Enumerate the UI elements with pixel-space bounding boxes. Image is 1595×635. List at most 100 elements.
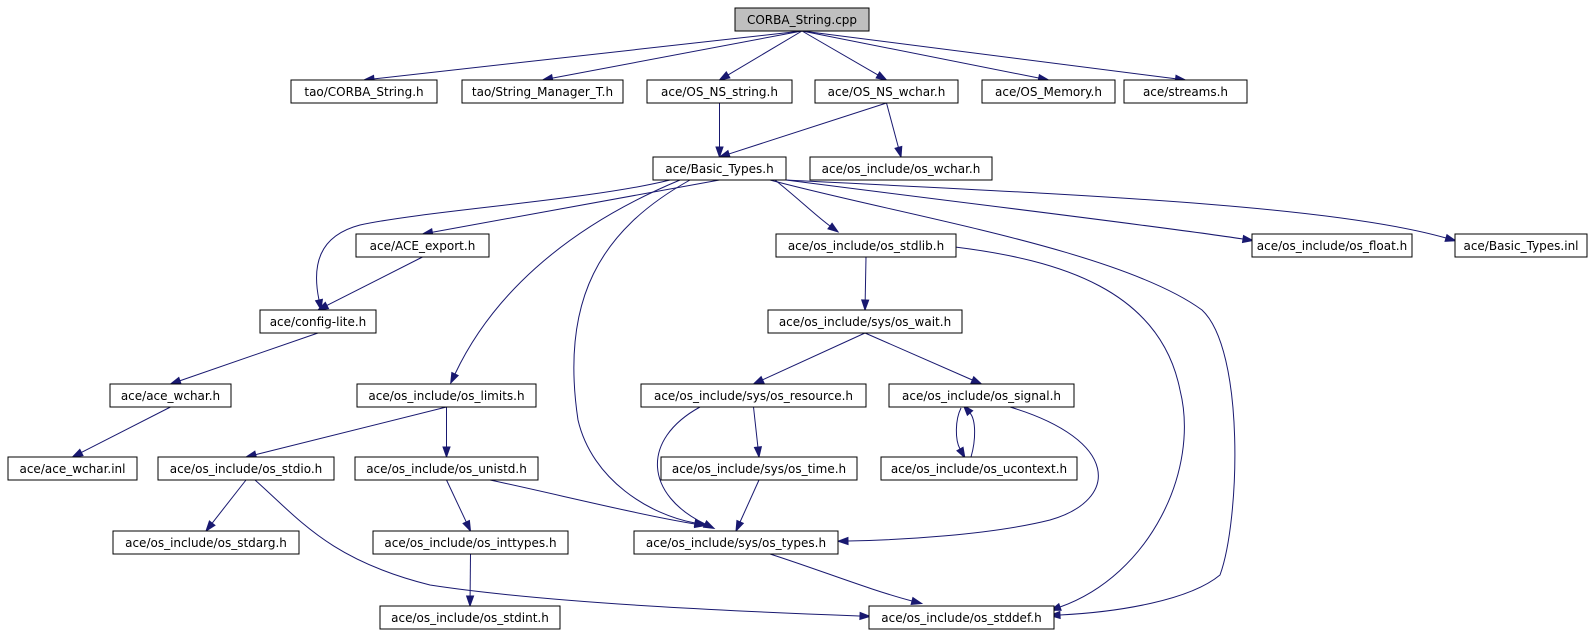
node-label: tao/CORBA_String.h xyxy=(304,85,423,99)
edge-os_ucontext-to-os_signal xyxy=(962,404,976,458)
edge-line xyxy=(454,179,681,375)
node-os-inttypes[interactable]: ace/os_include/os_inttypes.h xyxy=(372,530,569,555)
node-box xyxy=(1123,79,1248,104)
node-tao-corba-string[interactable]: tao/CORBA_String.h xyxy=(290,79,438,104)
node-tao-string-manager[interactable]: tao/String_Manager_T.h xyxy=(461,79,624,104)
node-label: ace/os_include/os_wchar.h xyxy=(822,162,981,176)
edge-line xyxy=(864,332,973,381)
edge-line xyxy=(785,179,1447,239)
node-sys-os-time[interactable]: ace/os_include/sys/os_time.h xyxy=(660,456,858,481)
edge-os_stdio-to-os_stddef xyxy=(254,479,872,621)
edge-basic_types-to-os_limits xyxy=(450,179,681,385)
node-os-stdio[interactable]: ace/os_include/os_stdio.h xyxy=(157,456,335,481)
edge-root-to-tao_corba_string xyxy=(362,30,803,84)
edge-line xyxy=(753,406,759,448)
node-box xyxy=(355,233,490,258)
node-root[interactable]: CORBA_String.cpp xyxy=(734,7,870,32)
edge-line xyxy=(255,406,447,456)
node-box xyxy=(379,605,561,630)
node-label: ace/os_include/os_stdio.h xyxy=(170,462,323,476)
node-os-float[interactable]: ace/os_include/os_float.h xyxy=(1251,233,1413,258)
edge-os_stdlib-to-sys_os_wait xyxy=(860,256,870,312)
edge-line xyxy=(81,406,171,453)
node-os-stdlib[interactable]: ace/os_include/os_stdlib.h xyxy=(775,233,957,258)
edge-line xyxy=(211,479,247,524)
node-ace-wchar[interactable]: ace/ace_wchar.h xyxy=(109,383,232,408)
node-os-ucontext[interactable]: ace/os_include/os_ucontext.h xyxy=(880,456,1078,481)
node-label: ace/os_include/sys/os_wait.h xyxy=(779,315,951,329)
edge-ace_export-to-config_lite xyxy=(316,256,423,311)
edge-line xyxy=(432,179,720,233)
node-label: ace/os_include/os_float.h xyxy=(1257,239,1407,253)
node-os-memory[interactable]: ace/OS_Memory.h xyxy=(981,79,1116,104)
node-os-ns-wchar[interactable]: ace/OS_NS_wchar.h xyxy=(814,79,959,104)
node-label: tao/String_Manager_T.h xyxy=(472,85,613,99)
arrowhead-icon xyxy=(718,71,731,81)
node-label: ace/os_include/sys/os_resource.h xyxy=(654,389,853,403)
node-label: ace/Basic_Types.h xyxy=(665,162,773,176)
arrowhead-icon xyxy=(465,595,475,608)
edge-line xyxy=(801,30,879,76)
node-label: ace/os_include/os_stddef.h xyxy=(881,611,1041,625)
edge-line xyxy=(769,179,1236,616)
node-label: ace/os_include/os_unistd.h xyxy=(366,462,527,476)
node-os-stdarg[interactable]: ace/os_include/os_stdarg.h xyxy=(112,530,300,555)
arrowhead-icon xyxy=(1444,233,1458,242)
node-box xyxy=(880,456,1078,481)
edge-sys_os_time-to-sys_os_types xyxy=(735,479,760,533)
edge-line xyxy=(179,332,319,382)
edge-line xyxy=(739,479,760,523)
edge-os_limits-to-os_stdio xyxy=(244,406,447,459)
node-box xyxy=(109,383,232,408)
node-box xyxy=(775,233,957,258)
node-basic-types[interactable]: ace/Basic_Types.h xyxy=(652,156,787,181)
arrowhead-icon xyxy=(169,376,182,385)
edge-line xyxy=(801,30,1039,79)
node-box xyxy=(633,530,839,555)
edge-os_stdlib-to-os_stddef xyxy=(954,246,1185,611)
node-ace-export[interactable]: ace/ACE_export.h xyxy=(355,233,490,258)
node-os-ns-string[interactable]: ace/OS_NS_string.h xyxy=(646,79,793,104)
arrowhead-icon xyxy=(752,375,765,385)
edge-line xyxy=(489,479,696,525)
node-label: ace/streams.h xyxy=(1143,85,1228,99)
edge-sys_os_resource-to-sys_os_time xyxy=(753,406,763,459)
node-box xyxy=(660,456,858,481)
edge-line xyxy=(316,179,671,301)
node-label: ace/OS_Memory.h xyxy=(995,85,1102,99)
arrowhead-icon xyxy=(1048,610,1061,620)
arrowhead-icon xyxy=(875,71,888,81)
node-os-unistd[interactable]: ace/os_include/os_unistd.h xyxy=(354,456,539,481)
edge-line xyxy=(969,412,976,458)
node-basic-types-inl[interactable]: ace/Basic_Types.inl xyxy=(1454,233,1588,258)
node-label: ace/os_include/os_ucontext.h xyxy=(891,462,1067,476)
node-os-stdint[interactable]: ace/os_include/os_stdint.h xyxy=(379,605,561,630)
edge-basic_types-to-basic_types_inl xyxy=(785,179,1458,242)
edge-os_unistd-to-os_inttypes xyxy=(446,479,472,533)
edge-line xyxy=(727,30,803,76)
node-ace-wchar-inl[interactable]: ace/ace_wchar.inl xyxy=(7,456,138,481)
node-os-stddef[interactable]: ace/os_include/os_stddef.h xyxy=(868,605,1055,630)
arrowhead-icon xyxy=(462,519,472,533)
edge-sys_os_resource-to-sys_os_types xyxy=(657,406,716,530)
arrowhead-icon xyxy=(442,446,451,459)
edge-line xyxy=(769,553,913,602)
node-sys-os-wait[interactable]: ace/os_include/sys/os_wait.h xyxy=(767,309,963,334)
node-box xyxy=(259,309,377,334)
edge-line xyxy=(657,406,706,525)
node-label: CORBA_String.cpp xyxy=(747,13,857,27)
edge-line xyxy=(728,102,887,155)
node-label: ace/config-lite.h xyxy=(270,315,367,329)
nodes-layer: CORBA_String.cpp tao/CORBA_String.h tao/St… xyxy=(7,7,1588,630)
node-os-limits[interactable]: ace/os_include/os_limits.h xyxy=(356,383,537,408)
edge-line xyxy=(774,179,831,227)
node-os-wchar[interactable]: ace/os_include/os_wchar.h xyxy=(809,156,993,181)
node-streams[interactable]: ace/streams.h xyxy=(1123,79,1248,104)
node-config-lite[interactable]: ace/config-lite.h xyxy=(259,309,377,334)
node-sys-os-types[interactable]: ace/os_include/sys/os_types.h xyxy=(633,530,839,555)
node-os-signal[interactable]: ace/os_include/os_signal.h xyxy=(888,383,1075,408)
node-box xyxy=(112,530,300,555)
edge-line xyxy=(762,332,866,381)
node-sys-os-resource[interactable]: ace/os_include/sys/os_resource.h xyxy=(640,383,867,408)
